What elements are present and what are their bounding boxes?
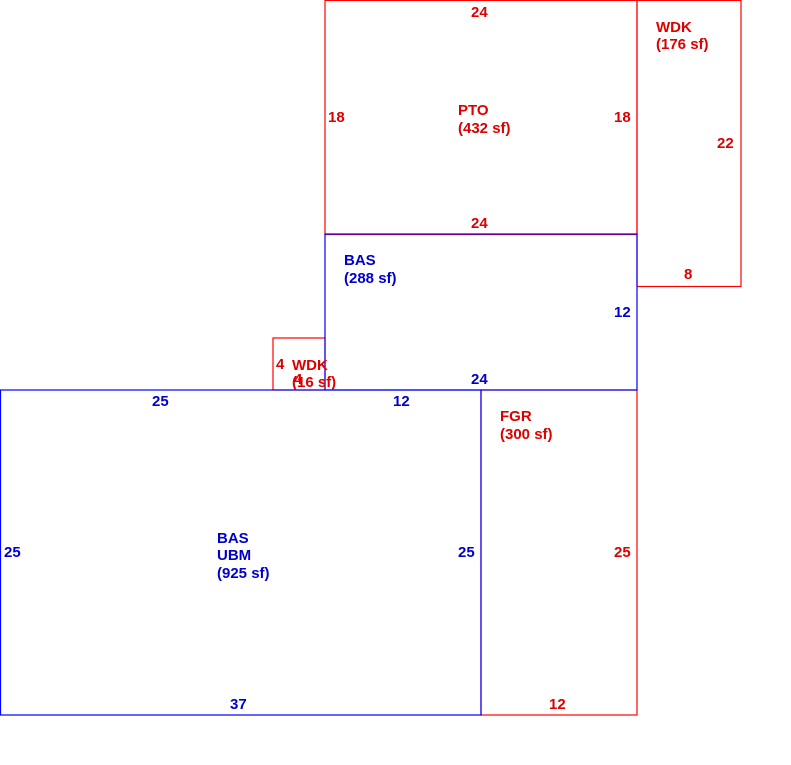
- wdk-top-bottom-dimension: 8: [684, 266, 692, 283]
- pto-bottom-dimension: 24: [471, 215, 488, 232]
- bas-main-area-label: (925 sf): [217, 565, 270, 582]
- bas-main-outline: [0, 389, 482, 716]
- pto-code-label: PTO: [458, 102, 489, 119]
- wdk-top-right-dimension: 22: [717, 135, 734, 152]
- bas-main-bottom-dimension: 37: [230, 696, 247, 713]
- wdk-top-code-label: WDK: [656, 19, 692, 36]
- bas-main-left-dimension: 25: [4, 544, 21, 561]
- bas-main-top-left-dimension: 25: [152, 393, 169, 410]
- pto-right-dimension: 18: [614, 109, 631, 126]
- fgr-right-dimension: 25: [614, 544, 631, 561]
- pto-area-label: (432 sf): [458, 120, 511, 137]
- bas-main-sub-label: UBM: [217, 547, 251, 564]
- bas-main-code-label: BAS: [217, 530, 249, 547]
- bas-upper-code-label: BAS: [344, 252, 376, 269]
- wdk-top-area-label: (176 sf): [656, 36, 709, 53]
- wdk-small-code-label: WDK: [292, 357, 328, 374]
- pto-left-dimension: 18: [328, 109, 345, 126]
- pto-top-dimension: 24: [471, 4, 488, 21]
- bas-upper-area-label: (288 sf): [344, 270, 397, 287]
- fgr-bottom-dimension: 12: [549, 696, 566, 713]
- bas-main-top-right-dimension: 12: [393, 393, 410, 410]
- wdk-small-bottom-dimension: 4: [294, 371, 303, 388]
- bas-main-right-dimension: 25: [458, 544, 475, 561]
- fgr-area-label: (300 sf): [500, 426, 553, 443]
- bas-upper-right-dimension: 12: [614, 304, 631, 321]
- wdk-top-outline: [636, 0, 742, 288]
- fgr-code-label: FGR: [500, 408, 532, 425]
- bas-upper-bottom-dimension: 24: [471, 371, 488, 388]
- wdk-small-area-label: (16 sf): [292, 374, 336, 391]
- wdk-small-left-dimension: 4: [276, 356, 285, 373]
